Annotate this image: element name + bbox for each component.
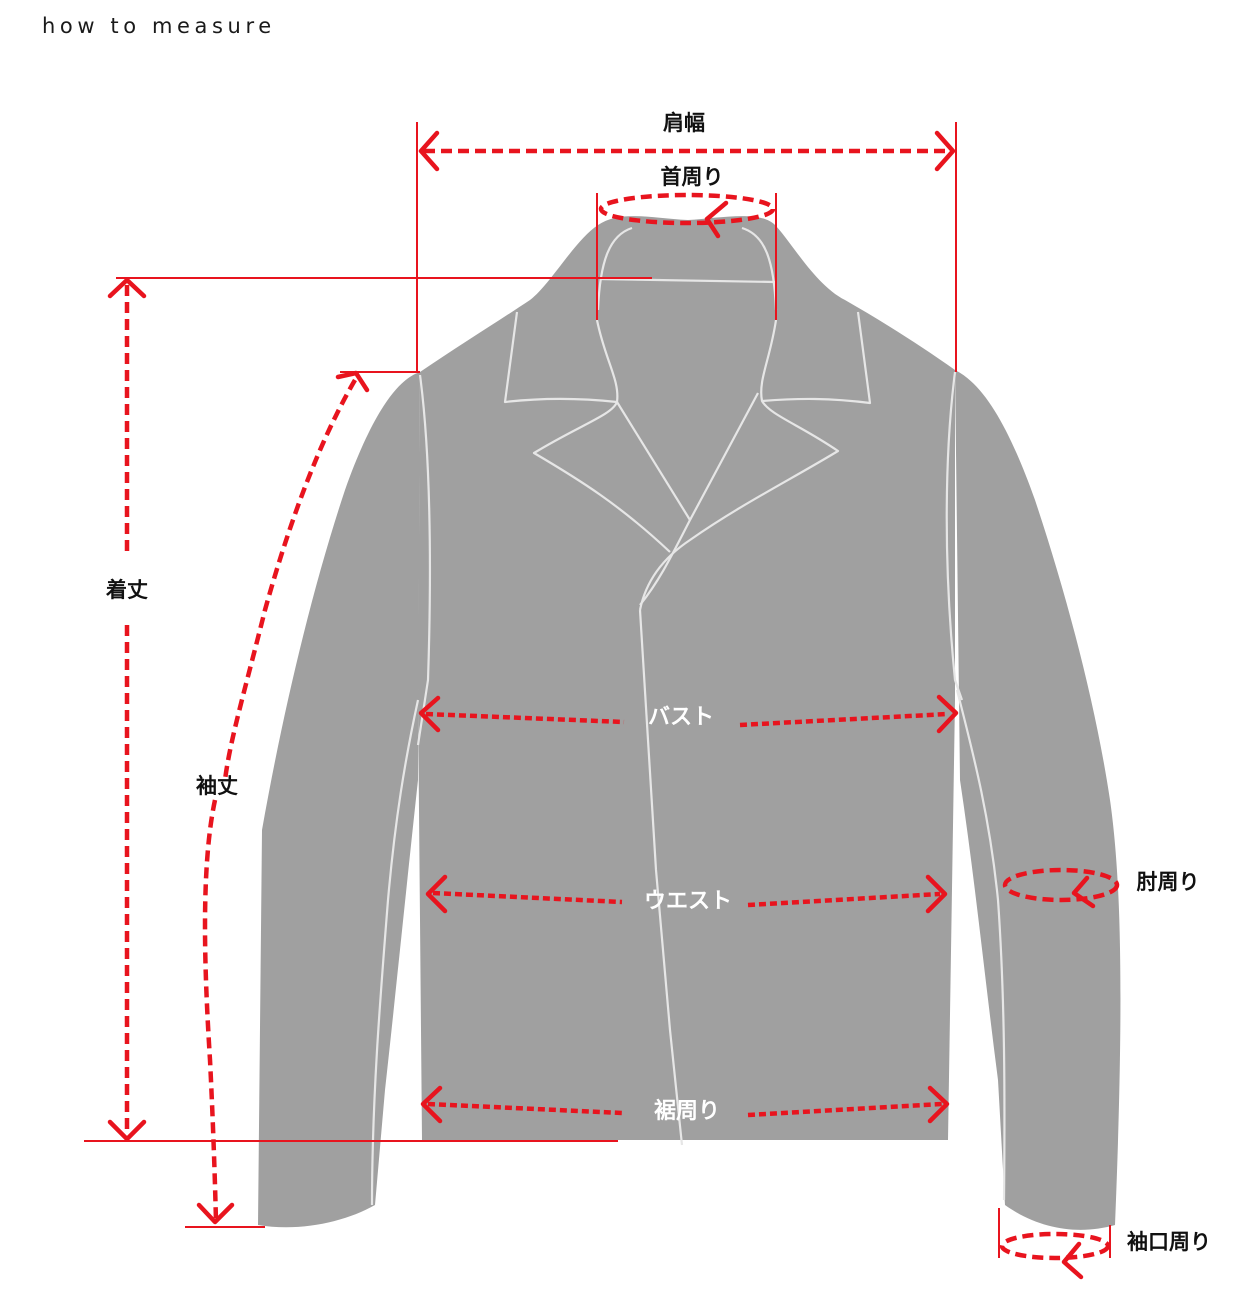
label-bust: バスト xyxy=(648,705,714,730)
waist-measure: ウエスト xyxy=(425,874,948,914)
left-sleeve xyxy=(258,372,420,1228)
body-length-measure: 着丈 xyxy=(105,277,148,1142)
reference-lines xyxy=(84,122,1111,1258)
label-neck-circumference: 首周り xyxy=(661,165,724,189)
right-sleeve xyxy=(955,370,1121,1230)
sleeve-length-measure: 袖丈 xyxy=(196,370,370,1225)
elbow-circumference-measure: 肘周り xyxy=(1002,867,1200,909)
bust-measure: バスト xyxy=(418,694,959,734)
hem-circumference-measure: 裾周り xyxy=(420,1085,950,1124)
label-hem-circumference: 裾周り xyxy=(654,1098,720,1124)
cuff-circumference-measure: 袖口周り xyxy=(999,1230,1211,1280)
jacket-seams xyxy=(370,226,1006,1206)
label-waist: ウエスト xyxy=(644,889,732,914)
neck-circumference-measure: 首周り xyxy=(598,165,776,239)
page-title: how to measure xyxy=(42,14,276,38)
label-body-length: 着丈 xyxy=(105,578,148,602)
label-cuff-circumference: 袖口周り xyxy=(1127,1230,1211,1254)
jacket-body xyxy=(418,216,955,1140)
label-shoulder-width: 肩幅 xyxy=(663,111,705,135)
label-elbow-circumference: 肘周り xyxy=(1137,870,1200,894)
shoulder-width-measure: 肩幅 xyxy=(418,111,956,172)
label-sleeve-length: 袖丈 xyxy=(196,774,238,798)
